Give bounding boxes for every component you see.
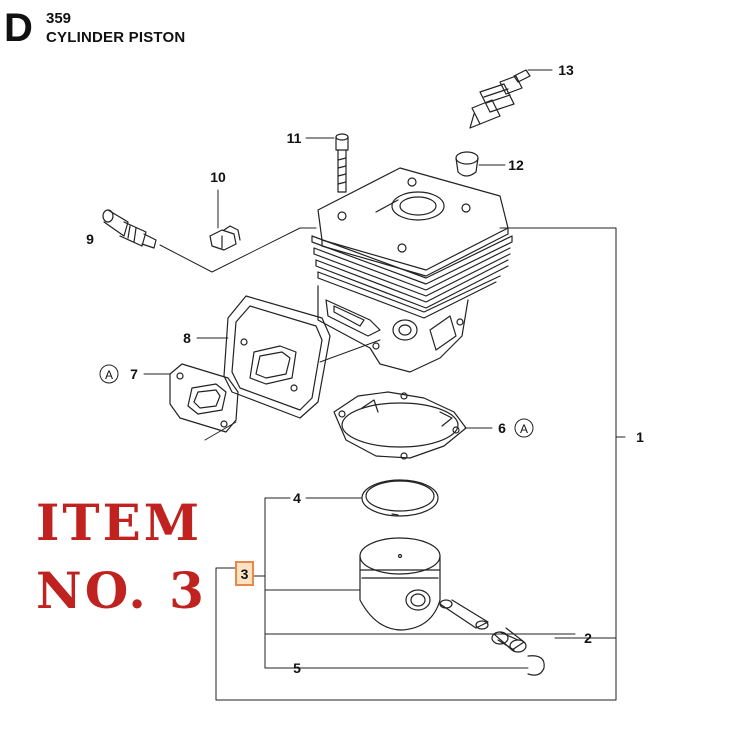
callout-2: 2 [584, 630, 592, 646]
cylinder [311, 167, 513, 373]
callout-8: 8 [183, 330, 191, 346]
intake-plate [223, 295, 331, 419]
callout-3: 3 [241, 566, 249, 582]
callout-4: 4 [293, 490, 301, 506]
spark-plug [469, 69, 531, 129]
stud-nut [209, 225, 241, 251]
callout-6: 6 [498, 420, 506, 436]
callout-1: 1 [636, 429, 644, 445]
callout-11: 11 [287, 130, 302, 146]
callout-10: 10 [210, 169, 226, 185]
item-overlay-line1: ITEM [36, 493, 203, 552]
callout-3-highlight: 3 [235, 561, 254, 586]
marker-a-label: A [520, 422, 528, 436]
marker-a-6: A [514, 418, 534, 438]
callout-9: 9 [86, 231, 94, 247]
circlip [527, 655, 545, 676]
needle-bearing [491, 627, 527, 653]
cylinder-bolt [335, 133, 349, 193]
callout-12: 12 [508, 157, 524, 173]
marker-a-7: A [99, 364, 119, 384]
decompression-cap [455, 151, 479, 177]
piston-pin [439, 599, 489, 630]
bracket-lines [143, 69, 626, 701]
piston-ring [361, 479, 439, 517]
piston [359, 537, 441, 631]
decompression-valve [102, 209, 157, 249]
marker-a-label: A [105, 368, 113, 382]
base-gasket [333, 391, 467, 460]
callout-5: 5 [293, 660, 301, 676]
diagram-title: CYLINDER PISTON [46, 29, 186, 46]
model-number: 359 [46, 10, 72, 27]
section-letter: D [4, 6, 33, 50]
callout-7: 7 [130, 366, 138, 382]
item-overlay-line2: NO. 3 [36, 561, 207, 620]
intake-gasket [169, 363, 239, 433]
callout-13: 13 [558, 62, 574, 78]
